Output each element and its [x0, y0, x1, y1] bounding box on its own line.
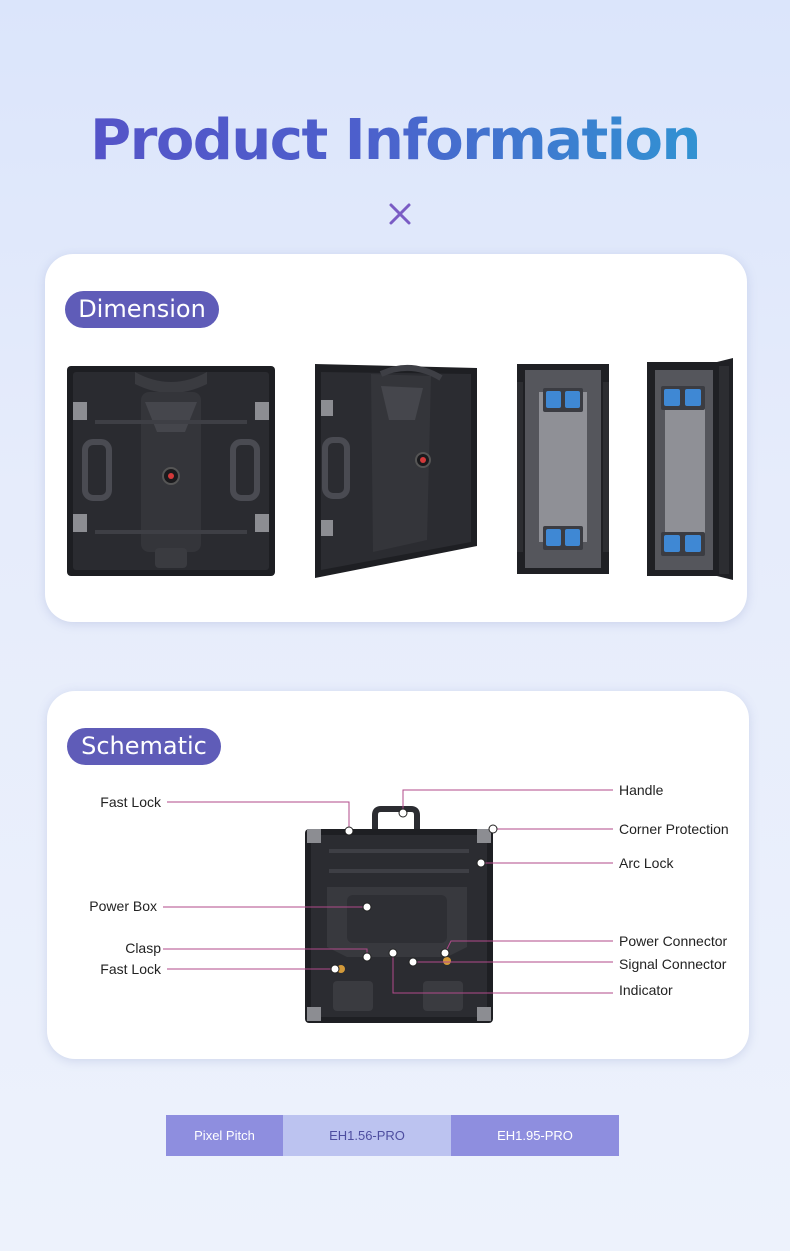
callout-arc-lock: Arc Lock	[619, 855, 674, 871]
cabinet-rear-image	[305, 806, 493, 1023]
callout-markers	[330, 808, 498, 974]
spec-column-eh156: EH1.56-PRO	[283, 1115, 451, 1156]
spec-column-eh195: EH1.95-PRO	[451, 1115, 619, 1156]
callout-clasp: Clasp	[125, 940, 161, 956]
page-title: Product Information	[0, 108, 790, 173]
callout-fast-lock-top: Fast Lock	[100, 794, 161, 810]
schematic-card: Schematic	[47, 691, 749, 1059]
callout-signal-connector: Signal Connector	[619, 956, 727, 972]
cabinet-angled-image	[315, 364, 477, 578]
spec-table-header: Pixel Pitch EH1.56-PRO EH1.95-PRO	[166, 1115, 619, 1156]
cabinet-side-angled-image	[647, 358, 733, 580]
callout-lines	[163, 789, 613, 994]
dimension-label: Dimension	[65, 291, 219, 328]
cabinet-front-image	[67, 366, 275, 576]
dimension-card: Dimension	[45, 254, 747, 622]
close-icon	[389, 203, 411, 225]
callout-power-connector: Power Connector	[619, 933, 728, 949]
callout-indicator: Indicator	[619, 982, 673, 998]
callout-handle: Handle	[619, 782, 664, 798]
spec-header-pixel-pitch: Pixel Pitch	[166, 1115, 283, 1156]
schematic-label: Schematic	[67, 728, 221, 765]
callout-fast-lock-bottom: Fast Lock	[100, 961, 161, 977]
schematic-diagram	[163, 789, 613, 1023]
callout-power-box: Power Box	[89, 898, 157, 914]
cabinet-side-image	[517, 364, 609, 574]
callout-corner-protection: Corner Protection	[619, 821, 729, 837]
